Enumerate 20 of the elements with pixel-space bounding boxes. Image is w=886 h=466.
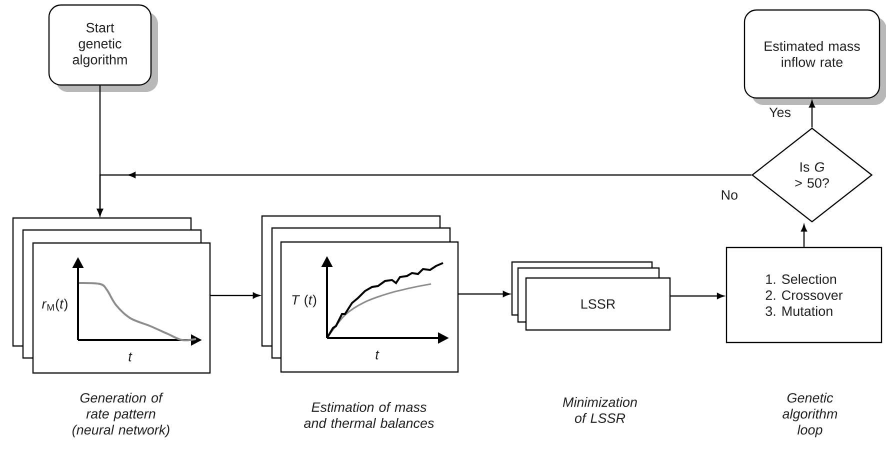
terminal-box: Estimated mass inflow rate bbox=[744, 9, 886, 105]
arrow bbox=[800, 224, 808, 247]
arrow bbox=[458, 290, 510, 298]
axis-label: t bbox=[128, 352, 132, 362]
edge-label: No bbox=[720, 189, 740, 201]
arrow bbox=[210, 292, 260, 299]
arrow bbox=[808, 100, 816, 128]
terminal-box: Start genetic algorithm bbox=[48, 4, 158, 92]
axis-label: t bbox=[376, 350, 380, 360]
process-box: LSSR bbox=[525, 277, 671, 331]
arrow bbox=[96, 172, 752, 216]
node-label: Generation of rate pattern (neural network) bbox=[72, 392, 170, 438]
process-box: 1. Selection 2. Crossover 3. Mutation bbox=[726, 246, 882, 344]
arrow bbox=[670, 292, 724, 300]
node-label: Estimation of mass and thermal balances bbox=[304, 402, 434, 428]
axis-label: r$_{M}$(t) bbox=[42, 298, 68, 312]
node-label: Genetic algorithm loop bbox=[782, 392, 838, 438]
edge-label: Yes bbox=[768, 106, 792, 118]
step-label: Minimization of LSSR bbox=[562, 397, 637, 423]
axis-label: T (t) bbox=[292, 294, 316, 308]
